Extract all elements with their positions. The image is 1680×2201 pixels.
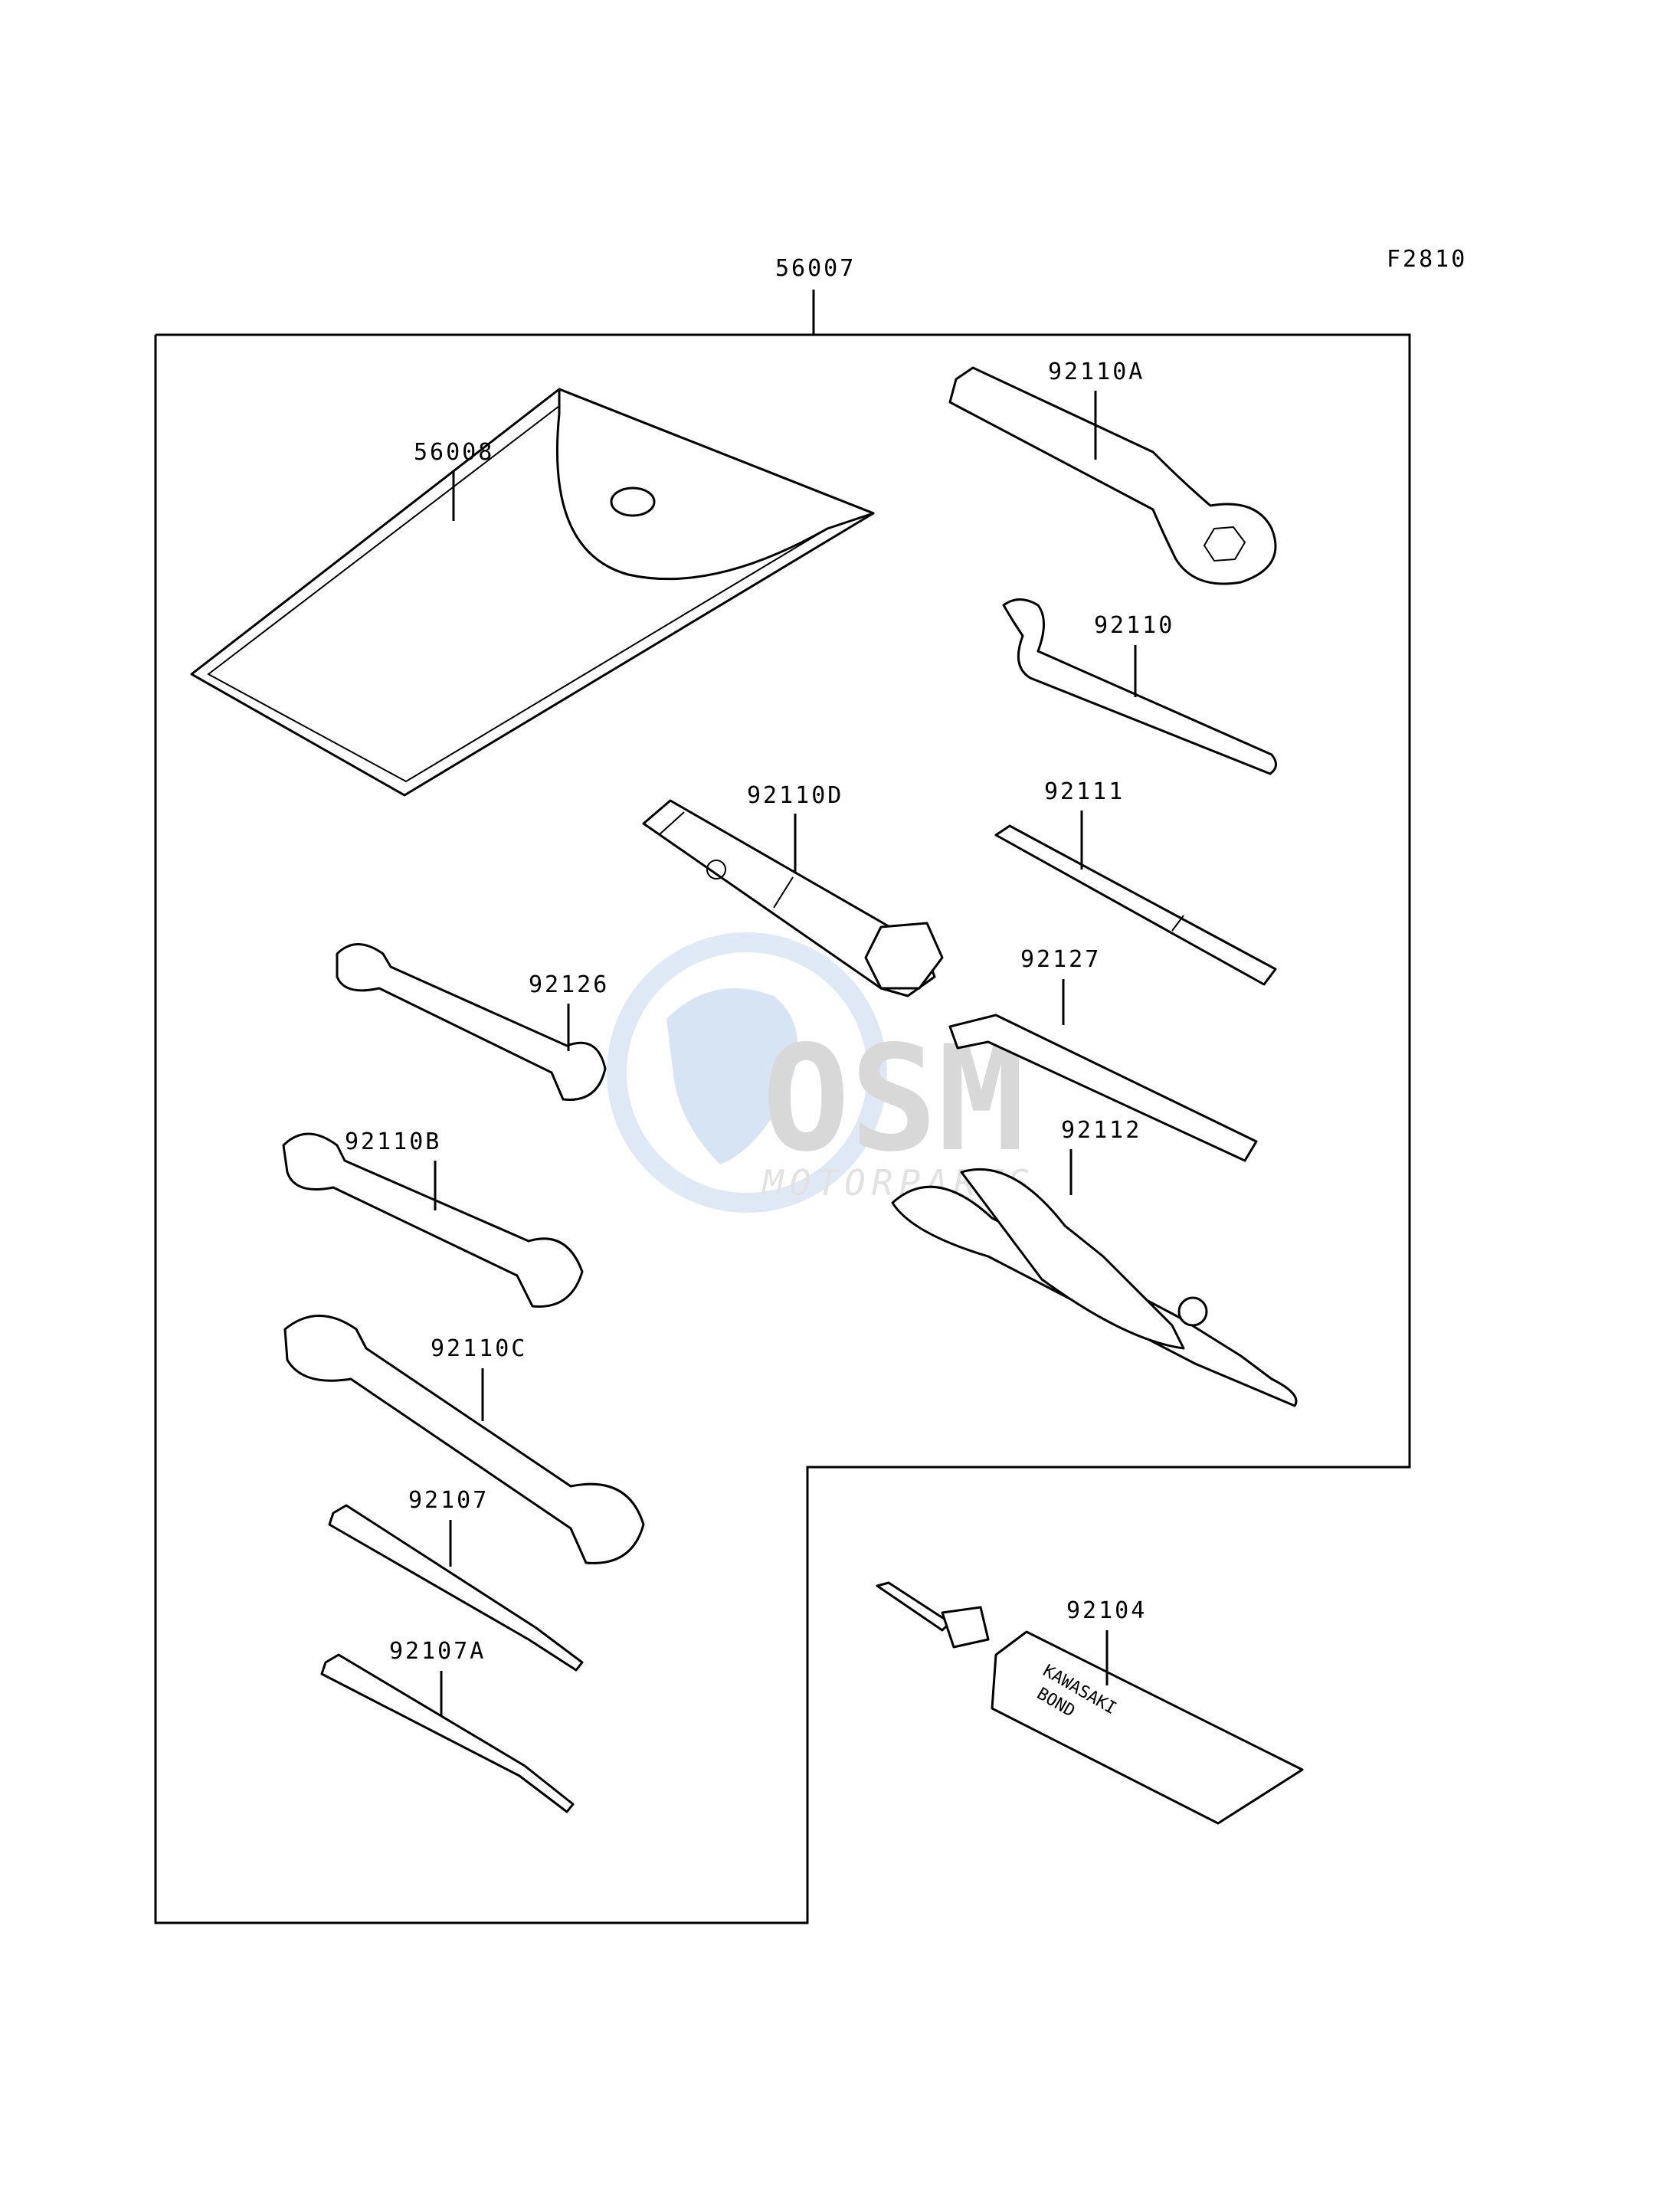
part-label-92112: 92112 <box>1061 1117 1141 1144</box>
pliers-pivot-bolt <box>1177 1296 1208 1327</box>
part-label-92104: 92104 <box>1066 1597 1147 1624</box>
part-label-56008: 56008 <box>414 439 494 466</box>
hex-key-body <box>948 1014 1258 1162</box>
part-label-92110B: 92110B <box>345 1128 441 1155</box>
part-label-92110C: 92110C <box>431 1335 527 1362</box>
part-label-92107A: 92107A <box>389 1638 486 1665</box>
part-label-92127: 92127 <box>1020 946 1101 973</box>
tool-bag-flap <box>556 388 875 581</box>
part-label-92110A: 92110A <box>1048 359 1145 385</box>
box-wrench-body <box>948 366 1277 585</box>
tool-bag-snap-button <box>610 486 656 517</box>
plug-socket-hex-end <box>864 922 944 990</box>
watermark: OSM MOTORPARTS <box>607 932 1030 1213</box>
pliers-lower-handle <box>960 1168 1185 1350</box>
part-label-92111: 92111 <box>1044 778 1125 805</box>
bond-tube-92104[interactable]: KAWASAKI BOND 92104 <box>876 1581 1304 1825</box>
part-label-92107: 92107 <box>408 1487 489 1514</box>
bond-tube-cap <box>941 1606 990 1649</box>
wrench-92110C-body <box>283 1315 645 1564</box>
hook-wrench-body <box>1002 598 1277 775</box>
tool-bag-56008[interactable]: 56008 <box>190 388 875 797</box>
plug-socket-ring-2 <box>773 876 794 909</box>
pliers-92112[interactable]: 92112 <box>891 1117 1298 1407</box>
plug-socket-hole <box>706 860 726 879</box>
extension-bar-92111[interactable]: 92111 <box>994 778 1277 986</box>
assembly-boundary <box>154 333 1411 1924</box>
extension-bar-step <box>1171 915 1184 932</box>
watermark-globe-icon <box>666 988 798 1164</box>
bond-tube-body <box>991 1630 1304 1825</box>
screwdriver-92107A[interactable]: 92107A <box>320 1638 575 1813</box>
screwdriver-92107-body <box>328 1504 584 1672</box>
watermark-globe-ring <box>607 932 887 1213</box>
box-wrench-92110A[interactable]: 92110A <box>948 359 1277 585</box>
tool-bag-body <box>190 388 875 797</box>
screwdriver-92107A-body <box>320 1653 575 1813</box>
box-wrench-hex-hole <box>1203 526 1246 562</box>
plug-socket-92110D[interactable]: 92110D <box>642 782 944 997</box>
part-label-92110D: 92110D <box>747 782 843 809</box>
hex-key-92127[interactable]: 92127 <box>948 946 1258 1162</box>
hook-wrench-92110[interactable]: 92110 <box>1002 598 1277 775</box>
screwdriver-92107[interactable]: 92107 <box>328 1487 584 1672</box>
part-label-92126: 92126 <box>529 971 609 998</box>
bond-tube-nozzle <box>876 1581 951 1632</box>
plug-socket-ring-1 <box>658 811 685 836</box>
wrench-92110B-body <box>282 1132 584 1308</box>
wrench-92126[interactable]: 92126 <box>336 943 609 1101</box>
figure-code: F2810 <box>1387 246 1467 273</box>
extension-bar-body <box>994 824 1277 986</box>
part-label-92110: 92110 <box>1094 612 1174 639</box>
wrench-92110B[interactable]: 92110B <box>282 1128 584 1308</box>
wrench-92110C[interactable]: 92110C <box>283 1315 645 1564</box>
wrench-92126-body <box>336 943 607 1101</box>
assembly-part-no: 56007 <box>775 255 856 282</box>
